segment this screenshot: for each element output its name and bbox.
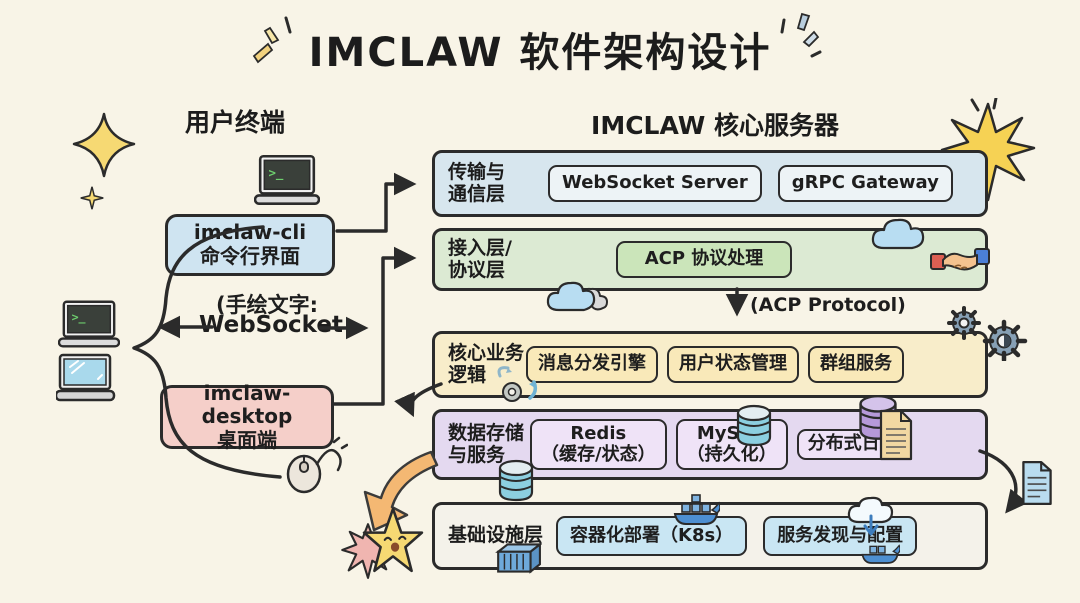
item-k8s-deploy: 容器化部署（K8s） [556, 515, 748, 557]
layer-protocol: 接入层/ 协议层 ACP 协议处理 [432, 228, 988, 291]
item-group-service: 群组服务 [808, 346, 904, 383]
star-icon [72, 112, 136, 178]
desktop-node-line2: 桌面端 [217, 427, 277, 452]
client-heading: 用户终端 [184, 108, 285, 137]
layer-protocol-label: 接入层/ 协议层 [448, 236, 512, 281]
acp-flow-label: (ACP Protocol) [750, 294, 906, 316]
terminal-laptop-icon: >_ [58, 300, 120, 348]
desktop-node: imclaw-desktop 桌面端 [160, 380, 334, 451]
item-distributed-log: 分布式日志 [796, 429, 909, 460]
screen-laptop-icon [56, 353, 116, 402]
cli-node-line1: imclaw-cli [193, 220, 307, 245]
layer-infra: 基础设施层 容器化部署（K8s） 服务发现与配置 [432, 502, 988, 570]
item-acp-processing: ACP 协议处理 [616, 241, 792, 278]
item-message-dispatch: 消息分发引擎 [526, 346, 658, 383]
item-service-discovery: 服务发现与配置 [763, 515, 918, 557]
link-note-line2: WebSocket [199, 312, 343, 338]
layer-transport: 传输与 通信层 WebSocket Server gRPC Gateway [432, 150, 988, 217]
layer-storage: 数据存储 与服务 Redis （缓存/状态） MySQL （持久化） 分布式日志 [432, 409, 988, 480]
page-title: IMCLAW 软件架构设计 [308, 30, 772, 76]
item-websocket-server: WebSocket Server [548, 165, 762, 202]
terminal-laptop-icon: >_ [254, 154, 320, 205]
terminal-prompt: >_ [72, 310, 86, 325]
arrow-cli-to-transport [335, 172, 417, 233]
cli-node: imclaw-cli 命令行界面 [165, 214, 335, 276]
orange-arrow [363, 450, 439, 532]
layer-transport-label: 传输与 通信层 [448, 160, 506, 205]
layer-storage-label: 数据存储 与服务 [448, 421, 525, 466]
plus-sparkle-icon [80, 186, 104, 210]
server-heading: IMCLAW 核心服务器 [591, 111, 839, 140]
desktop-node-line1: imclaw-desktop [201, 380, 293, 429]
item-user-state: 用户状态管理 [667, 346, 799, 383]
pink-starburst-icon [341, 523, 395, 579]
cli-node-line2: 命令行界面 [200, 244, 300, 268]
terminal-prompt: >_ [268, 166, 283, 181]
item-grpc-gateway: gRPC Gateway [777, 165, 953, 202]
layer-business-label: 核心业务 逻辑 [448, 341, 525, 386]
item-redis: Redis （缓存/状态） [530, 418, 667, 471]
layer-business: 核心业务 逻辑 消息分发引擎 用户状态管理 群组服务 [432, 331, 988, 398]
face-star-icon [362, 507, 424, 573]
document-icon [1022, 460, 1052, 506]
item-mysql: MySQL （持久化） [675, 418, 788, 471]
layer-infra-label: 基础设施层 [448, 524, 544, 547]
